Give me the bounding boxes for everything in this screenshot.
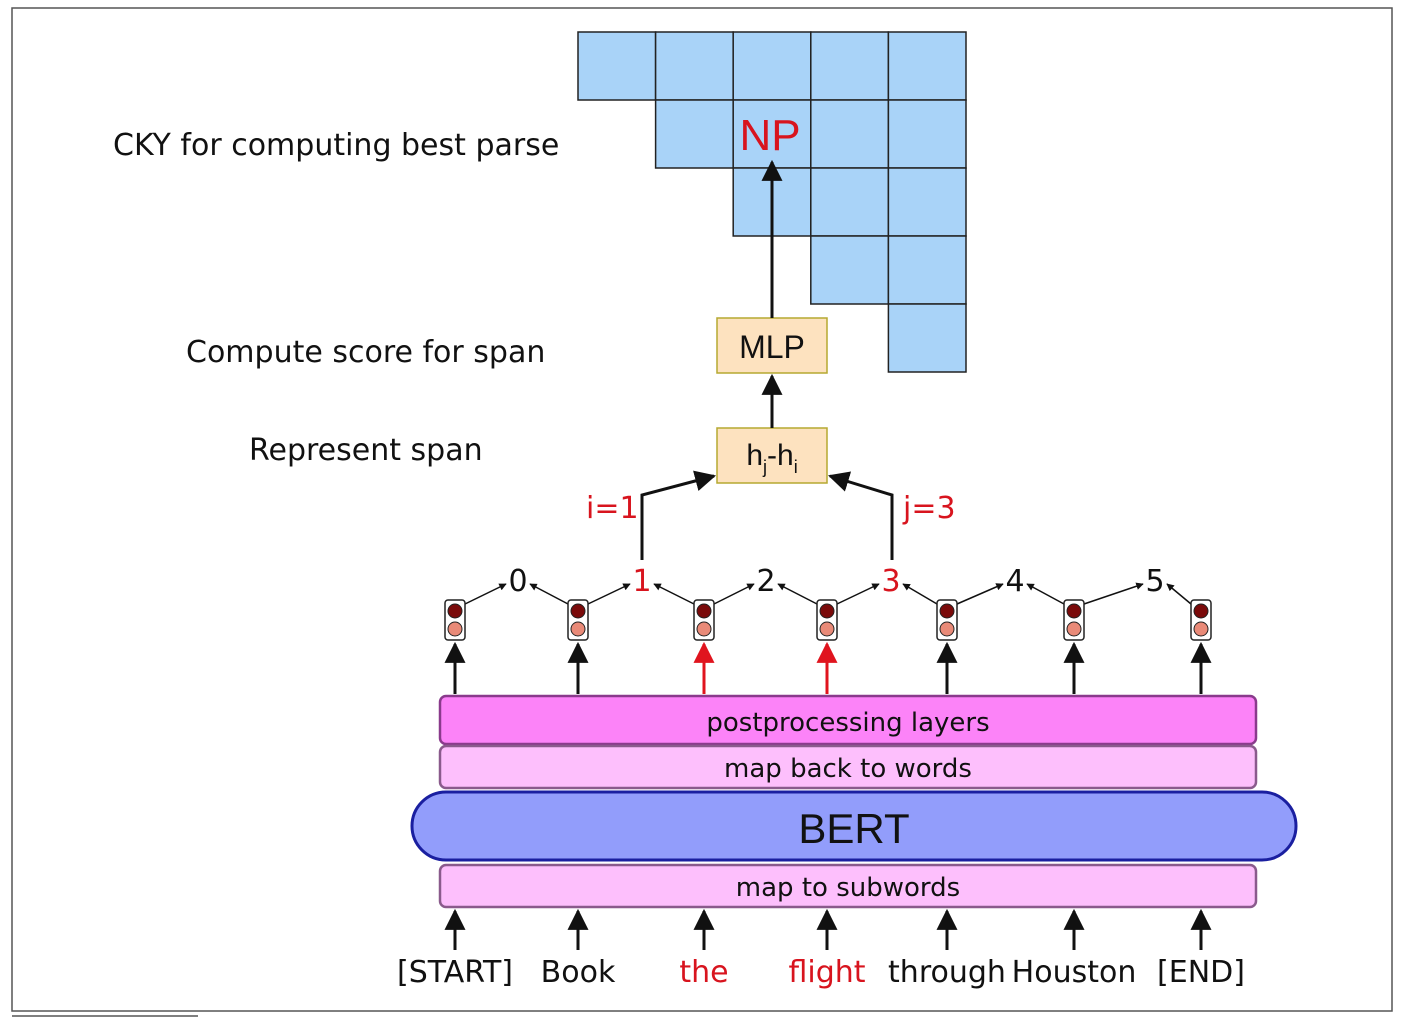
figure-border — [11, 7, 1393, 1012]
fencepost-label: 3 — [881, 564, 900, 599]
cky-cell — [887, 31, 967, 101]
token-vector — [444, 599, 466, 641]
cky-cell — [577, 31, 657, 101]
bert-layer-label: BERT — [798, 805, 909, 852]
input-token: Houston — [1012, 955, 1137, 990]
fencepost-label: 5 — [1145, 564, 1164, 599]
token-vector — [1063, 599, 1085, 641]
span-rep-dash: - — [767, 439, 777, 472]
postprocessing-layer — [438, 694, 1258, 746]
span-rep-hj: h — [746, 439, 763, 472]
fencepost-arrow — [464, 583, 507, 605]
fencepost-arrow — [713, 583, 755, 605]
span-rep-box — [716, 427, 828, 484]
token-vector — [816, 599, 838, 641]
token-vector — [693, 599, 715, 641]
cky-np-label: NP — [739, 111, 800, 160]
fencepost-arrow — [836, 583, 880, 605]
fencepost-label: 2 — [756, 564, 775, 599]
fencepost-group: 0 1 2 3 4 5 — [464, 564, 1192, 605]
input-token: through — [888, 955, 1006, 990]
span-rep-i-sub: i — [794, 457, 798, 477]
cky-cell — [887, 303, 967, 373]
map-back-layer — [438, 744, 1258, 790]
input-token: flight — [788, 955, 865, 990]
span-rep-label: hj-hi — [746, 439, 797, 477]
fencepost-arrow — [902, 583, 938, 605]
fencepost-arrow — [653, 583, 695, 605]
fencepost-arrow — [1166, 583, 1192, 605]
cky-cell — [810, 235, 890, 305]
fencepost-arrow — [529, 583, 569, 605]
fencepost-label: 0 — [508, 564, 527, 599]
cky-cell — [732, 31, 812, 101]
map-subwords-layer — [438, 863, 1258, 909]
token-vector — [936, 599, 958, 641]
fencepost-arrow — [777, 583, 818, 605]
fencepost-arrow — [1026, 583, 1065, 605]
token-vector — [1190, 599, 1212, 641]
step-label-score: Compute score for span — [186, 335, 545, 370]
mlp-label: MLP — [739, 329, 805, 365]
map-subwords-layer-label: map to subwords — [736, 873, 960, 903]
arrow-i-to-span — [640, 470, 717, 560]
input-token: [START] — [397, 955, 513, 990]
cky-cell — [732, 99, 812, 169]
cky-cell — [887, 99, 967, 169]
cky-chart — [577, 31, 967, 373]
cky-cell — [887, 235, 967, 305]
cky-cell — [887, 167, 967, 237]
input-token: the — [679, 955, 728, 990]
step-label-represent: Represent span — [249, 433, 483, 468]
input-token: [END] — [1157, 955, 1245, 990]
cky-cell — [810, 31, 890, 101]
input-token: Book — [541, 955, 616, 990]
token-vector-group — [444, 599, 1212, 694]
cky-cell — [810, 167, 890, 237]
fencepost-arrow — [1083, 582, 1144, 605]
arrow-j-to-span — [827, 471, 894, 560]
fencepost-label: 1 — [632, 564, 651, 599]
span-index-i: i=1 — [586, 491, 639, 526]
span-index-j: j=3 — [902, 491, 956, 526]
bert-layer — [410, 790, 1298, 862]
postprocessing-layer-label: postprocessing layers — [706, 708, 989, 738]
cky-cell — [810, 99, 890, 169]
fencepost-arrow — [956, 583, 1004, 605]
token-vector — [567, 599, 589, 641]
cky-cell — [654, 99, 734, 169]
cky-cell — [654, 31, 734, 101]
fencepost-arrow — [587, 583, 631, 605]
fencepost-label: 4 — [1005, 564, 1024, 599]
step-label-cky: CKY for computing best parse — [113, 128, 559, 163]
map-back-layer-label: map back to words — [724, 754, 972, 784]
span-rep-hi: h — [777, 439, 794, 472]
span-rep-j-sub: j — [762, 457, 767, 477]
